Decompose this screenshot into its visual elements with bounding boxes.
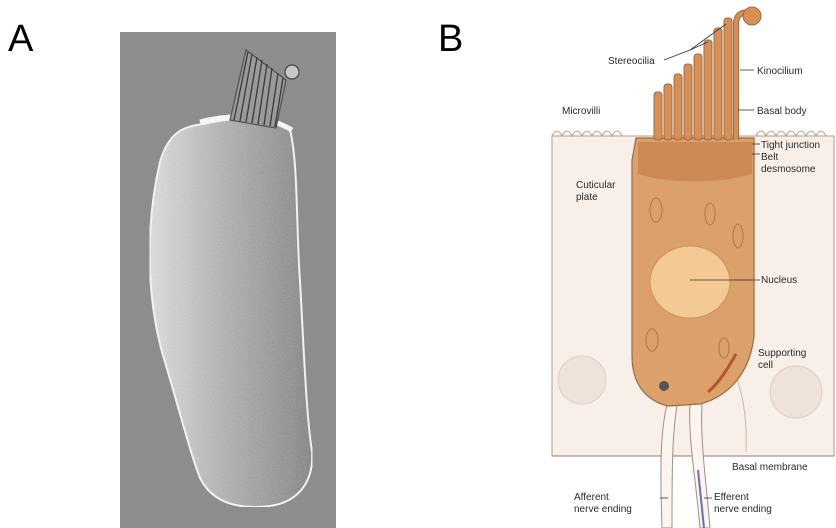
hair-cell-diagram: Stereocilia Kinocilium Microvilli Basal … (540, 0, 836, 528)
stereocilia-bundle (654, 18, 732, 140)
label-cuticular: Cuticular (576, 180, 616, 191)
label-plate: plate (576, 192, 598, 203)
label-tight-junction: Tight junction (761, 140, 820, 151)
label-efferent: Efferent (714, 492, 749, 503)
label-kinocilium: Kinocilium (757, 66, 803, 77)
microvilli-left (552, 131, 634, 136)
cuticular-plate (638, 142, 752, 182)
stereocilium (684, 64, 692, 140)
hair-cell-nucleus (650, 246, 730, 318)
label-afferent: Afferent (574, 492, 609, 503)
basal-dot (659, 381, 669, 391)
kinocilium-tip (743, 7, 761, 25)
label-efferent-sub: nerve ending (714, 504, 772, 515)
stereocilium (694, 54, 702, 140)
label-desmosome: desmosome (761, 164, 816, 175)
stereocilium (724, 18, 732, 140)
label-supporting: Supporting (758, 348, 806, 359)
stereocilium (674, 74, 682, 140)
stereocilium (654, 92, 662, 140)
panel-label-a: A (8, 20, 33, 58)
label-afferent-sub: nerve ending (574, 504, 632, 515)
supporting-cell-nucleus-right (770, 366, 822, 418)
label-stereocilia: Stereocilia (608, 56, 655, 67)
micrograph-kinocilium-tip (285, 65, 299, 79)
supporting-cell-nucleus-left (558, 356, 606, 404)
label-microvilli: Microvilli (562, 106, 600, 117)
stereocilium (664, 84, 672, 140)
kinocilium (736, 12, 750, 140)
stereocilium (714, 28, 722, 140)
hair-cell-micrograph (120, 32, 336, 528)
label-cell: cell (758, 360, 773, 371)
label-nucleus: Nucleus (761, 275, 797, 286)
microvilli-right (756, 131, 826, 136)
label-belt: Belt (761, 152, 778, 163)
panel-label-b: B (438, 20, 463, 58)
label-basal-membrane: Basal membrane (732, 462, 808, 473)
label-basal-body: Basal body (757, 106, 806, 117)
stereocilium (704, 40, 712, 140)
